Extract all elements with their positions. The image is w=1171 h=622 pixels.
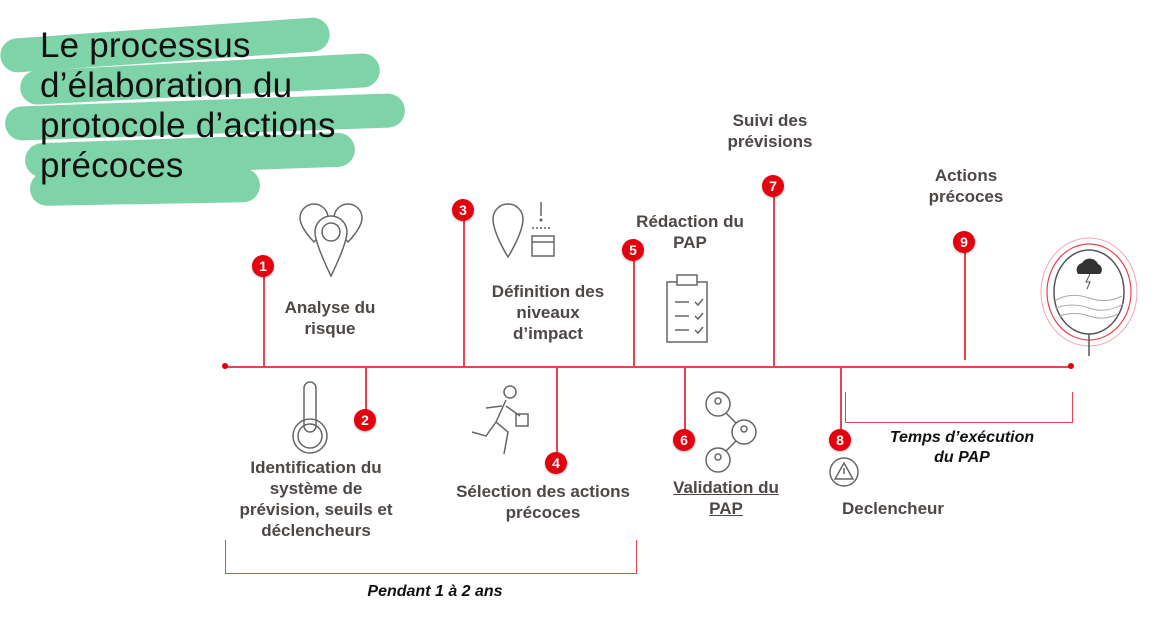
storm-landscape-icon	[1040, 237, 1138, 356]
page-title: Le processus d’élaboration du protocole …	[40, 26, 336, 186]
network-people-icon	[705, 391, 757, 473]
title-line: protocole d’actions	[40, 106, 336, 145]
stem-9	[964, 242, 966, 360]
step-marker-8: 8	[829, 429, 851, 451]
title-line: précoces	[40, 146, 184, 185]
step-marker-9: 9	[953, 231, 975, 253]
running-person-icon	[471, 385, 529, 455]
stem-5	[633, 250, 635, 366]
stem-3	[463, 210, 465, 366]
risk-map-pins-icon	[299, 203, 363, 278]
title-line: d’élaboration du	[40, 66, 293, 105]
step-marker-6: 6	[673, 429, 695, 451]
stem-7	[773, 186, 775, 366]
stem-1	[263, 266, 265, 366]
step-marker-2: 2	[354, 409, 376, 431]
impact-level-icon	[492, 202, 555, 259]
thermometer-icon	[292, 381, 328, 454]
timeline-axis	[225, 366, 1071, 368]
clipboard-checklist-icon	[666, 274, 708, 343]
timeline-start-dot	[222, 363, 228, 369]
step-marker-3: 3	[452, 199, 474, 221]
step-marker-5: 5	[622, 239, 644, 261]
stem-2	[365, 366, 367, 420]
title-line: Le processus	[40, 26, 251, 65]
step-marker-7: 7	[762, 175, 784, 197]
timeline-end-dot	[1068, 363, 1074, 369]
stem-6	[684, 366, 686, 440]
step-marker-4: 4	[545, 452, 567, 474]
stem-8	[840, 366, 842, 440]
step-label-8: Declencheur	[841, 499, 945, 518]
duration-bracket-right	[845, 392, 1073, 423]
step-marker-1: 1	[252, 255, 274, 277]
stem-4	[556, 366, 558, 463]
warning-icon	[829, 457, 859, 487]
duration-bracket-left	[225, 540, 637, 574]
duration-label-left: Pendant 1 à 2 ans	[367, 583, 503, 600]
